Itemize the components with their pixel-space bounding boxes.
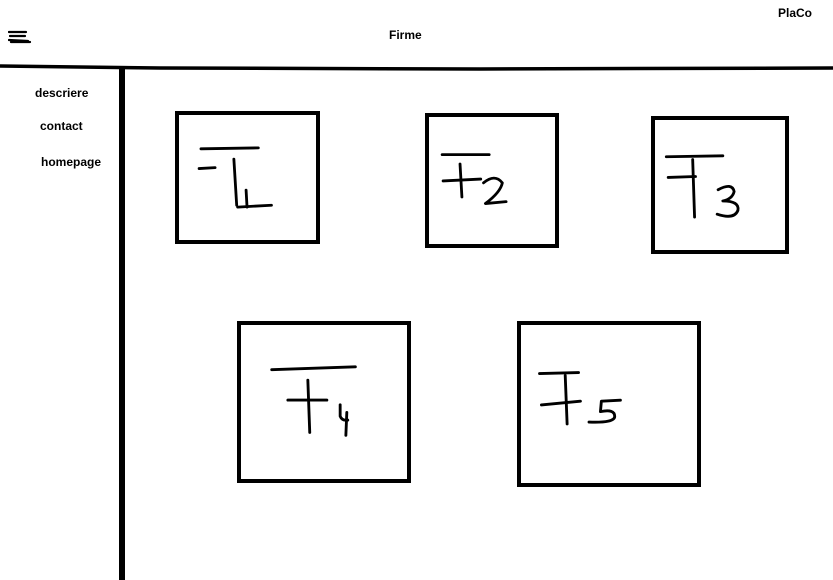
tile-label-f3: F3 bbox=[664, 154, 740, 219]
hamburger-menu-icon[interactable] bbox=[8, 30, 32, 44]
page-title: Firme bbox=[389, 28, 422, 42]
brand-logo[interactable]: PlaCo bbox=[778, 6, 813, 20]
company-tile-f1[interactable]: F1 bbox=[175, 111, 320, 244]
tile-label-f5: F5 bbox=[538, 371, 622, 426]
sidebar-item-descriere[interactable]: descriere bbox=[35, 86, 89, 100]
company-tile-f5[interactable]: F5 bbox=[517, 321, 701, 487]
company-tile-f3[interactable]: F3 bbox=[651, 116, 789, 254]
tile-label-f2: F2 bbox=[440, 153, 508, 205]
header-divider bbox=[0, 64, 833, 71]
sidebar-item-homepage[interactable]: homepage bbox=[41, 155, 102, 169]
sidebar-divider bbox=[119, 66, 125, 580]
tile-label-f4: F4 bbox=[270, 365, 357, 437]
company-tile-f2[interactable]: F2 bbox=[425, 113, 559, 248]
company-tile-f4[interactable]: F4 bbox=[237, 321, 411, 483]
tile-label-f1: F1 bbox=[197, 146, 273, 209]
sidebar-item-contact[interactable]: contact bbox=[40, 119, 83, 133]
